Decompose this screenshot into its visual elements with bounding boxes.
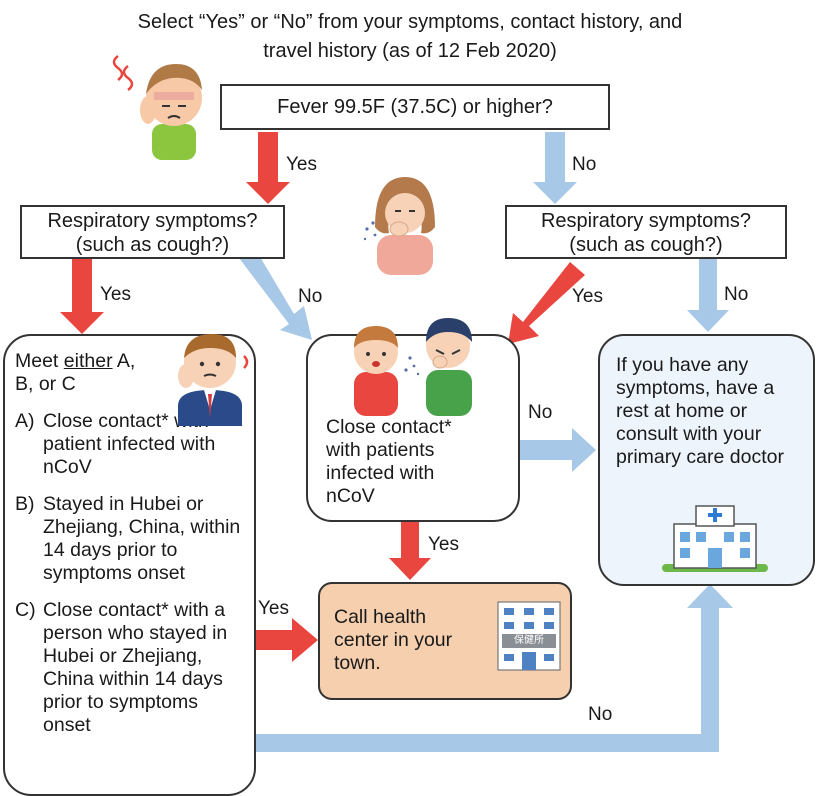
building-shape	[497, 601, 561, 671]
criteria-item-a: A) Close contact* with patient infected …	[15, 410, 246, 479]
criteria-item-key: B)	[15, 493, 35, 515]
label-resp-right-no: No	[724, 284, 749, 305]
label-contact-no: No	[528, 402, 553, 423]
label-resp-left-no: No	[298, 286, 323, 307]
heading-line-2: travel history (as of 12 Feb 2020)	[263, 40, 557, 62]
label-resp-right-yes: Yes	[572, 286, 603, 307]
criteria-item-c: C) Close contact* with a person who stay…	[15, 599, 246, 737]
arrow-criteria-no	[250, 584, 733, 752]
arrow-resp-right-yes	[508, 262, 585, 344]
criteria-item-text: Close contact* with a person who stayed …	[43, 599, 228, 736]
criteria-intro: Meet either A, B, or C	[15, 350, 136, 395]
fever-question-box: Fever 99.5F (37.5C) or higher?	[220, 84, 610, 130]
criteria-item-text: Stayed in Hubei or Zhejiang, China, with…	[43, 493, 241, 584]
criteria-item-key: A)	[15, 410, 35, 432]
label-resp-left-yes: Yes	[100, 284, 131, 305]
resp-right-line-2: (such as cough?)	[569, 234, 723, 256]
health-center-building-icon: 保健所	[494, 598, 564, 672]
criteria-list: A) Close contact* with patient infected …	[15, 410, 246, 737]
label-fever-no: No	[572, 154, 597, 175]
page-heading: Select “Yes” or “No” from your symptoms,…	[60, 8, 760, 66]
hospital-icon	[662, 505, 768, 572]
home-rest-advice: If you have any symptoms, have a rest at…	[616, 354, 784, 468]
heading-line-1: Select “Yes” or “No” from your symptoms,…	[137, 11, 683, 33]
arrow-criteria-yes	[250, 618, 318, 662]
resp-question-left-box: Respiratory symptoms? (such as cough?)	[20, 205, 285, 259]
arrow-contact-yes	[389, 522, 431, 580]
arrow-fever-yes	[246, 132, 290, 204]
yes-arrows	[60, 132, 585, 662]
resp-left-line-1: Respiratory symptoms?	[47, 210, 258, 232]
resp-right-line-1: Respiratory symptoms?	[540, 210, 752, 232]
label-contact-yes: Yes	[428, 534, 459, 555]
resp-question-right-box: Respiratory symptoms? (such as cough?)	[505, 205, 787, 259]
label-criteria-no: No	[588, 704, 613, 725]
health-center-sign: 保健所	[514, 635, 544, 646]
label-criteria-yes: Yes	[258, 598, 289, 619]
no-arrows	[236, 132, 733, 752]
criteria-box: Meet either A, B, or C A) Close contact*…	[3, 334, 256, 796]
arrow-resp-right-no	[687, 258, 729, 332]
health-center-instruction: Call health center in your town.	[334, 606, 453, 674]
arrow-contact-no	[520, 428, 596, 472]
resp-left-line-2: (such as cough?)	[75, 234, 230, 256]
fever-question: Fever 99.5F (37.5C) or higher?	[277, 96, 553, 118]
coughing-woman-icon	[363, 177, 435, 275]
sick-man-fever-icon	[112, 55, 202, 160]
arrow-fever-no	[533, 132, 577, 204]
criteria-item-text: Close contact* with patient infected wit…	[43, 410, 216, 478]
coughing-children-icon	[354, 318, 472, 416]
arrow-resp-left-yes	[60, 258, 104, 334]
worried-man-icon	[178, 334, 249, 426]
criteria-intro-either: either	[63, 350, 113, 372]
criteria-item-b: B) Stayed in Hubei or Zhejiang, China, w…	[15, 493, 246, 585]
arrow-resp-left-no	[236, 240, 312, 340]
close-contact-question: Close contact* with patients infected wi…	[326, 416, 452, 507]
label-fever-yes: Yes	[286, 154, 317, 175]
criteria-item-key: C)	[15, 599, 36, 621]
